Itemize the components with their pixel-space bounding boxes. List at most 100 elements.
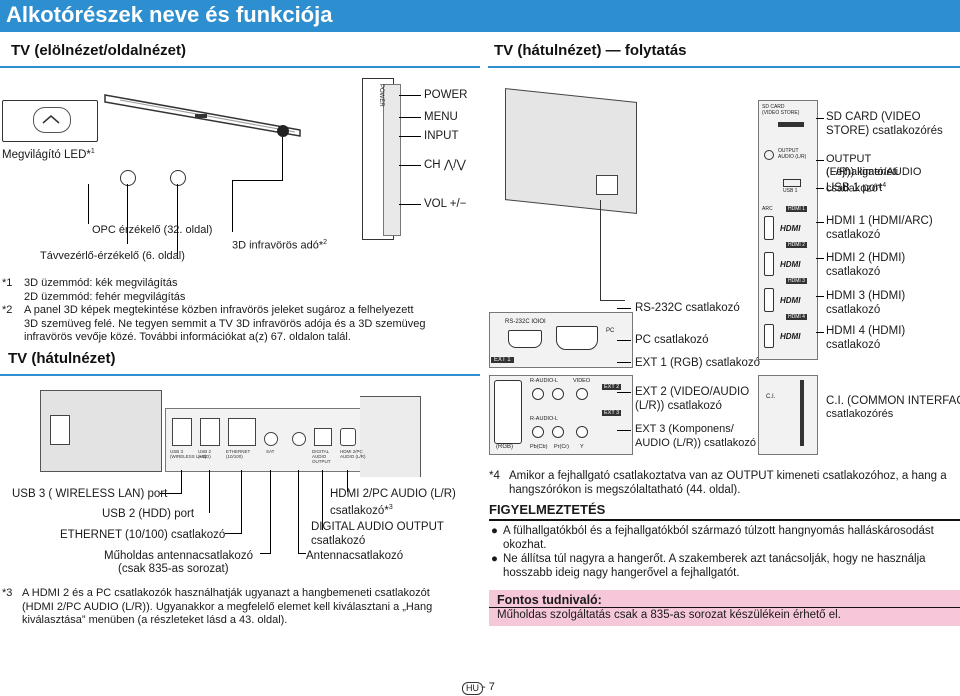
power-button-label: POWER (424, 89, 468, 101)
pc-label: PC csatlakozó (635, 334, 709, 346)
sd-card-label-2: STORE) csatlakozórés (826, 125, 943, 137)
hdmi3-label-2: csatlakozó (826, 304, 881, 316)
hdmi1-port-icon (764, 216, 774, 240)
opc-sensor-icon (120, 170, 136, 186)
usb1-tag: USB 1 (783, 188, 798, 194)
digital-audio-port-icon (314, 428, 332, 446)
warning-bullet-1: ● A fülhallgatókból és a fejhallgatókból… (491, 524, 934, 551)
usb1-label: USB 1 port (826, 182, 883, 194)
hdmi2-tag: HDMI 2 (786, 242, 807, 248)
headphone-jack-icon (764, 150, 774, 160)
digital-audio-label: DIGITAL AUDIO OUTPUT (311, 521, 444, 533)
ci-label-2: csatlakozórés (826, 408, 894, 420)
hdmi2-port-icon (764, 252, 774, 276)
front-section-title: TV (elölnézet/oldalnézet) (11, 42, 187, 59)
pb-tag: Pb(Cb) (530, 444, 548, 450)
hdmi1-label: HDMI 1 (HDMI/ARC) (826, 215, 933, 227)
vol-button-label: VOL +/− (424, 198, 467, 210)
pc-port-icon (556, 326, 598, 350)
front-view-figure: Megvilágító LED*1 OPC érzékelő (32. olda… (0, 70, 480, 262)
hdmi2-label: HDMI 2 (HDMI) (826, 252, 906, 264)
ethernet-port-icon (228, 418, 256, 446)
page-title: Alkotórészek neve és funkciója (6, 2, 333, 27)
usb1-port-icon (783, 179, 801, 187)
output-tag: OUTPUT AUDIO (L/R) (778, 148, 807, 160)
hdmi3-tag: HDMI 3 (786, 278, 807, 284)
ext2-label: EXT 2 (VIDEO/AUDIO (635, 386, 750, 398)
pr-tag: Pr(Cr) (554, 444, 569, 450)
back-panel-edge (360, 396, 421, 477)
sd-card-slot-icon (778, 122, 804, 127)
notes-front: *1 3D üzemmód: kék megvilágítás 2D üzemm… (2, 277, 426, 343)
raudio-tag-1: R-AUDIO-L (530, 378, 559, 384)
ci-label: C.I. (COMMON INTERFACE) (826, 395, 960, 407)
hdmi4-logo: HDMI (780, 332, 801, 341)
led-chevron-up-icon (42, 115, 60, 124)
y-tag: Y (580, 444, 584, 450)
remote-sensor-label: Távvezérlő-érzékelő (6. oldal) (40, 250, 185, 262)
tv-bottom-edge (104, 94, 301, 137)
usb3-port-icon (172, 418, 192, 446)
ext3-r-jack-icon (532, 426, 544, 438)
ext2-label-2: (L/R)) csatlakozó (635, 400, 722, 412)
rear-tv-thumbnail (505, 88, 637, 214)
hdmi2pc-label-2: csatlakozó*3 (330, 504, 393, 517)
scart-port-icon (494, 380, 522, 444)
hdmi3-label: HDMI 3 (HDMI) (826, 290, 906, 302)
ext3-tag: EXT 3 (602, 410, 622, 416)
important-rule (489, 607, 960, 608)
sd-card-label: SD CARD (VIDEO (826, 111, 921, 123)
led-zoom-box (2, 100, 98, 142)
ext1-label: EXT 1 (RGB) csatlakozó (635, 357, 761, 369)
sat-label: Műholdas antennacsatlakozó (104, 550, 253, 562)
opc-sensor-label: OPC érzékelő (32. oldal) (92, 224, 213, 236)
warning-title: FIGYELMEZTETÉS (489, 502, 606, 517)
input-button-label: INPUT (424, 130, 459, 142)
ext2-l-jack-icon (552, 388, 564, 400)
hdmi1-logo: HDMI (780, 224, 801, 233)
ext3-label-2: AUDIO (L/R)) csatlakozó (635, 437, 757, 449)
arc-tag: ARC (762, 206, 773, 212)
hdmi2pc-label: HDMI 2/PC AUDIO (L/R) (330, 488, 456, 500)
ir-emitter-dot (277, 125, 289, 137)
ext2-tag: EXT 2 (602, 384, 622, 390)
hdmi1-label-2: csatlakozó (826, 229, 881, 241)
digital-audio-label-2: csatlakozó (311, 535, 366, 547)
menu-button-label: MENU (424, 111, 458, 123)
rgb-tag: (RGB) (496, 444, 513, 450)
video-tag: VIDEO (573, 378, 591, 384)
important-text: Műholdas szolgáltatás csak a 835-as soro… (497, 609, 841, 621)
ethernet-label: ETHERNET (10/100) csatlakozó (60, 529, 226, 541)
rear-title-rule (488, 66, 960, 68)
note-4: *4 Amikor a fejhallgató csatlakoztatva v… (489, 470, 947, 496)
output-label: OUTPUT (Fejhallgató/AUDIO (826, 153, 922, 178)
ch-button-label: CH ⋀/⋁ (424, 159, 466, 171)
output-label-2: (L/R)) kimeneti csatlakozó*4 (826, 166, 899, 195)
hdmi4-label-2: csatlakozó (826, 339, 881, 351)
warning-bullet-2: ● Ne állítsa túl nagyra a hangerőt. A sz… (491, 552, 926, 579)
side-power-tag: POWER (378, 84, 384, 107)
hdmi3-port-icon (764, 288, 774, 312)
ci-slot-icon (800, 380, 804, 446)
ext2-video-jack-icon (576, 388, 588, 400)
hdmi4-port-icon (764, 324, 774, 348)
ci-slot-panel (758, 375, 818, 455)
ext3-label: EXT 3 (Komponens/ (635, 423, 734, 435)
hdmi2-logo: HDMI (780, 260, 801, 269)
remote-sensor-icon (170, 170, 186, 186)
warning-box: FIGYELMEZTETÉS ● A fülhallgatókból és a … (489, 502, 960, 580)
antenna-label: Antennacsatlakozó (306, 550, 404, 562)
led-label: Megvilágító LED*1 (2, 148, 95, 161)
back-title-rule (0, 374, 480, 376)
hdmi4-tag: HDMI 4 (786, 314, 807, 320)
rear-thumbnail-ports (596, 175, 618, 195)
important-title: Fontos tudnivaló: (497, 593, 602, 607)
ir-emitter-label: 3D infravörös adó*2 (232, 239, 328, 252)
header-bar: Alkotórészek neve és funkciója (0, 0, 960, 32)
important-box: Fontos tudnivaló: Műholdas szolgáltatás … (489, 590, 960, 626)
usb2-label: USB 2 (HDD) port (102, 508, 195, 520)
pc-tag: PC (606, 328, 615, 334)
hdmi3-logo: HDMI (780, 296, 801, 305)
rs232-port-icon (508, 330, 542, 348)
hdmi4-label: HDMI 4 (HDMI) (826, 325, 906, 337)
